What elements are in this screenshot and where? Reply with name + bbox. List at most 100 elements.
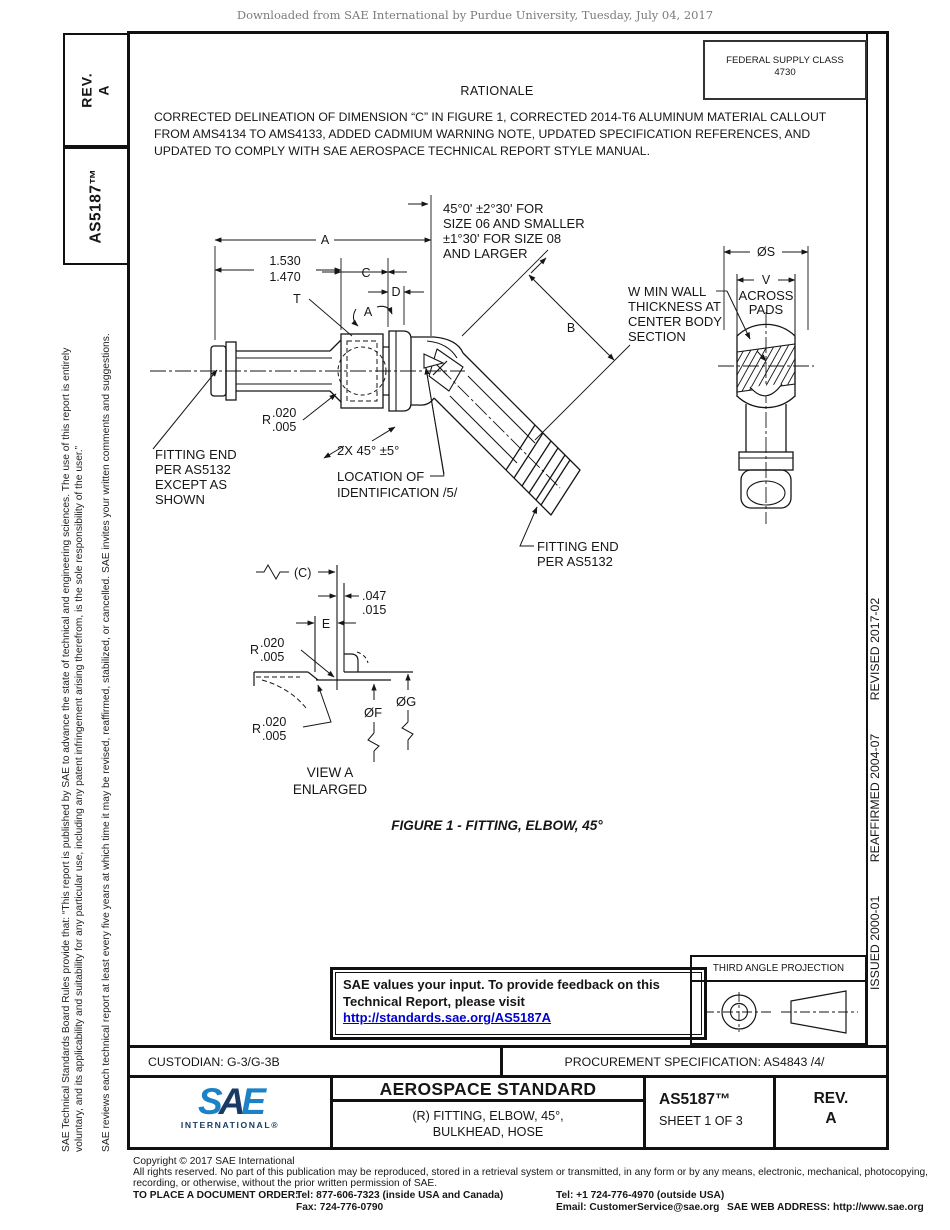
flange <box>388 330 412 412</box>
feedback-link[interactable]: http://standards.sae.org/AS5187A <box>343 1010 552 1025</box>
rights-line1: All rights reserved. No part of this pub… <box>133 1167 928 1178</box>
doc-number-cell: AS5187™ SHEET 1 OF 3 <box>646 1078 776 1147</box>
issued-date: ISSUED 2000-01 <box>868 895 882 990</box>
barb-rings <box>505 424 552 487</box>
dim-dia-s-label: ØS <box>757 245 775 259</box>
end-view-labels: ØS V ACROSS PADS W MIN WALL THICKNESS AT… <box>628 245 794 344</box>
third-angle-symbol-icon <box>704 990 858 1034</box>
rev-cell: REV. A <box>776 1078 886 1147</box>
revised-date: REVISED 2017-02 <box>868 597 882 701</box>
feedback-line1: SAE values your input. To provide feedba… <box>343 977 660 992</box>
view-a-caption-l2: ENLARGED <box>293 782 368 797</box>
revision-strip-divider <box>866 31 868 1045</box>
order-label: TO PLACE A DOCUMENT ORDER: <box>133 1190 299 1201</box>
logo-letter-e: E <box>241 1081 266 1122</box>
rev-box-value: A <box>95 84 112 96</box>
side-view-labels: A 1.530 1.470 C D T A B R .020 .005 45°0… <box>155 201 619 569</box>
projection-box: THIRD ANGLE PROJECTION <box>690 955 867 1045</box>
reaffirmed-date: REAFFIRMED 2004-07 <box>868 733 882 863</box>
tube-upper-wall <box>462 352 559 449</box>
procurement-cell: PROCUREMENT SPECIFICATION: AS4843 /4/ <box>564 1054 825 1069</box>
radius-callout-side-v1: .020 <box>272 406 296 420</box>
side-view-dimensions <box>152 195 631 547</box>
chamfer-note: 2X 45° ±5° <box>337 443 399 458</box>
detail-view-a <box>253 563 414 762</box>
location-id-l1: LOCATION OF <box>337 469 424 484</box>
detail-view-dimensions <box>296 569 411 728</box>
federal-supply-class-box: FEDERAL SUPPLY CLASS 4730 <box>703 40 867 100</box>
view-a-indicator-label: A <box>364 305 373 319</box>
dim-a-label: A <box>321 233 330 247</box>
thread-circle <box>337 346 387 396</box>
view-a-caption-l1: VIEW A <box>307 765 354 780</box>
logo-letter-a: A <box>218 1081 246 1122</box>
dim-015-label: .015 <box>362 603 386 617</box>
w-note-l1: W MIN WALL <box>628 284 706 299</box>
disclaimer-p1-l1: SAE Technical Standards Board Rules prov… <box>61 347 72 1152</box>
standard-type: AEROSPACE STANDARD <box>333 1078 643 1102</box>
fsc-label: FEDERAL SUPPLY CLASS <box>726 55 844 66</box>
side-view <box>150 330 581 516</box>
dim-dia-g-label: ØG <box>396 694 416 709</box>
angle-note-line1: 45°0' ±2°30' FOR <box>443 201 544 216</box>
title-block: SAE INTERNATIONAL® AEROSPACE STANDARD (R… <box>127 1075 889 1150</box>
angle-note-line2: SIZE 06 AND SMALLER <box>443 216 585 231</box>
figure-caption: FIGURE 1 - FITTING, ELBOW, 45° <box>391 818 603 833</box>
email-address: Email: CustomerService@sae.org <box>556 1202 720 1213</box>
lower-end-cap <box>528 447 581 516</box>
tel-outside: Tel: +1 724-776-4970 (outside USA) <box>556 1190 725 1201</box>
radius-upper-r: R <box>250 643 259 657</box>
standard-title-cell: AEROSPACE STANDARD (R) FITTING, ELBOW, 4… <box>333 1078 646 1147</box>
sheet-number: SHEET 1 OF 3 <box>659 1114 743 1128</box>
copyright-line: Copyright © 2017 SAE International <box>133 1156 295 1167</box>
sae-disclaimer: SAE Technical Standards Board Rules prov… <box>60 268 118 1152</box>
angle-note-line4: AND LARGER <box>443 246 528 261</box>
logo-letter-s: S <box>197 1081 223 1122</box>
fitting-end-left-l4: SHOWN <box>155 492 205 507</box>
dim-047-label: .047 <box>362 589 386 603</box>
custodian-cell: CUSTODIAN: G-3/G-3B <box>130 1048 503 1075</box>
w-note-l3: CENTER BODY <box>628 314 722 329</box>
dim-1470-label: 1.470 <box>269 270 300 284</box>
web-address: SAE WEB ADDRESS: http://www.sae.org <box>727 1202 924 1213</box>
radius-lower-v1: .020 <box>262 715 286 729</box>
dim-c-ref-label: (C) <box>294 566 311 580</box>
tube-lower-wall <box>433 397 530 494</box>
rationale-text: CORRECTED DELINEATION OF DIMENSION “C” I… <box>154 110 826 158</box>
feedback-box: SAE values your input. To provide feedba… <box>330 967 707 1040</box>
radius-callout-side-v2: .005 <box>272 420 296 434</box>
doc-number-box: AS5187™ <box>63 147 129 265</box>
radius-callout-side-r: R <box>262 413 271 427</box>
revision-history: ISSUED 2000-01 REAFFIRMED 2004-07 REVISE… <box>868 32 890 1045</box>
end-view <box>718 274 814 524</box>
doc-number: AS5187™ <box>659 1091 731 1108</box>
fitting-end-right-l1: FITTING END <box>537 539 619 554</box>
bore-arc <box>749 383 783 397</box>
dim-dia-f-label: ØF <box>364 705 382 720</box>
w-note-l2: THICKNESS AT <box>628 299 721 314</box>
location-id-l2: IDENTIFICATION /5/ <box>337 485 458 500</box>
dim-c-label: C <box>361 266 370 280</box>
disclaimer-p1-l2: voluntary, and its applicability and sui… <box>74 445 85 1152</box>
fitting-end-right-l2: PER AS5132 <box>537 554 613 569</box>
dim-1530-label: 1.530 <box>269 254 300 268</box>
angle-note-line3: ±1°30' FOR SIZE 08 <box>443 231 561 246</box>
sae-logo: SAE INTERNATIONAL® <box>130 1078 333 1147</box>
fitting-end-left-l1: FITTING END <box>155 447 237 462</box>
disclaimer-p2: SAE reviews each technical report at lea… <box>101 333 112 1152</box>
custodian-row: CUSTODIAN: G-3/G-3B PROCUREMENT SPECIFIC… <box>127 1045 889 1078</box>
rev-label: REV. <box>813 1090 849 1107</box>
identification-flag-icon <box>423 353 445 369</box>
rev-box: REV. A <box>63 33 129 147</box>
standard-title-line2: BULKHEAD, HOSE <box>432 1124 544 1139</box>
radius-lower-r: R <box>252 722 261 736</box>
rev-box-label: REV. <box>78 72 95 108</box>
doc-number-vertical: AS5187™ <box>87 168 105 244</box>
dim-b-label: B <box>567 321 575 335</box>
radius-upper-v1: .020 <box>260 636 284 650</box>
feedback-line2: Technical Report, please visit <box>343 993 525 1009</box>
radius-upper-v2: .005 <box>260 650 284 664</box>
left-end-ring <box>225 341 237 401</box>
logo-subtext: INTERNATIONAL® <box>180 1120 280 1130</box>
